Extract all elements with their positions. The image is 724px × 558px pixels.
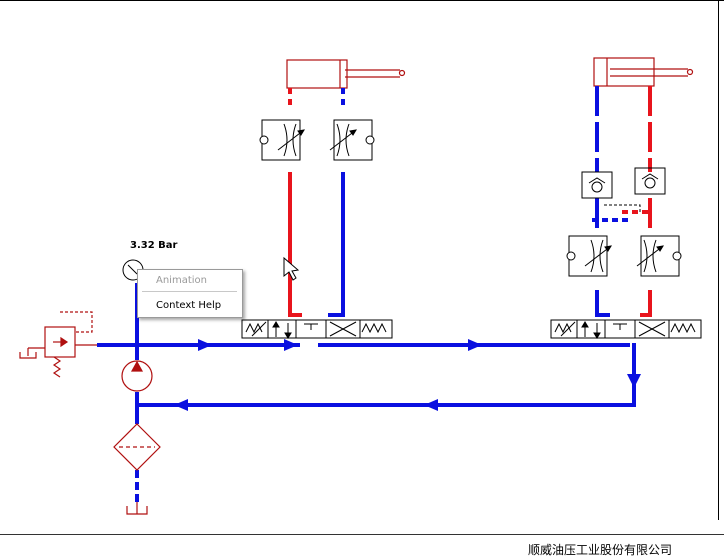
right-cylinder[interactable]	[593, 57, 694, 87]
hydraulic-pump[interactable]	[121, 360, 153, 392]
context-menu-separator	[142, 291, 237, 292]
left-valve-spring-l	[245, 322, 263, 334]
right-pilot-check-b-body	[634, 167, 666, 195]
right-pilot-check-a[interactable]	[581, 171, 613, 199]
pressure-gauge-needle	[127, 264, 138, 275]
left-valve-body	[241, 319, 393, 339]
filter[interactable]	[113, 423, 161, 471]
left-flow-control-a-check	[259, 135, 269, 145]
right-pilot-check-a-seat	[588, 177, 606, 184]
right-a-lower-line	[595, 290, 610, 317]
right-flow-control-a-orifice	[590, 239, 604, 273]
right-cylinder-rod-eye	[686, 68, 694, 76]
right-flow-control-b-arrowhead	[656, 245, 664, 252]
relief-valve-pilot	[60, 311, 93, 333]
relief-valve-body	[44, 326, 76, 358]
right-pilot-check-b-seat	[641, 173, 659, 180]
left-flow-control-b-orifice	[336, 123, 350, 157]
right-flow-control-b-check	[672, 251, 682, 261]
right-pilot-check-b-ball	[644, 177, 656, 189]
context-menu-item-animation[interactable]: Animation	[156, 275, 207, 286]
flow-arrow-4	[627, 374, 641, 388]
return-line	[137, 343, 636, 407]
right-flow-control-a-check	[566, 251, 576, 261]
flow-arrow-6	[174, 399, 188, 411]
right-pilot-check-a-body	[581, 171, 613, 199]
frame-top-border	[0, 0, 724, 1]
right-pilot-check-a-ball	[591, 181, 603, 193]
relief-valve-arrowhead	[60, 336, 69, 348]
left-flow-control-b-check	[365, 135, 375, 145]
right-flow-control-a[interactable]	[566, 235, 612, 277]
left-flow-control-b[interactable]	[329, 119, 375, 161]
left-valve-x2	[329, 321, 357, 337]
right-valve-spring-l	[554, 322, 572, 334]
frame-right-border	[718, 0, 719, 520]
left-cylinder[interactable]	[286, 59, 406, 89]
reservoir-tank[interactable]	[126, 502, 148, 515]
flow-arrow-1	[198, 339, 212, 351]
right-valve-x2	[638, 321, 666, 337]
frame-bottom-border	[0, 534, 724, 535]
right-flow-control-a-arrowhead	[604, 245, 612, 252]
left-a-line	[288, 172, 302, 317]
relief-valve[interactable]	[19, 311, 97, 378]
context-menu-item-context-help[interactable]: Context Help	[156, 300, 222, 311]
relief-valve-tank	[19, 352, 37, 359]
left-b-line	[328, 172, 345, 317]
company-name: 顺威油压工业股份有限公司	[528, 543, 673, 557]
right-b-lower-line	[640, 290, 652, 317]
right-directional-valve[interactable]	[550, 319, 702, 339]
right-valve-spring-r	[670, 322, 696, 334]
left-cylinder-rod-eye	[398, 69, 406, 77]
left-flow-control-a-orifice	[283, 123, 297, 157]
flow-arrow-3	[468, 339, 482, 351]
left-valve-spring-r	[361, 322, 387, 334]
right-valve-p1-arrow	[581, 321, 589, 328]
right-pilot-signal	[604, 204, 641, 212]
left-flow-control-a[interactable]	[259, 119, 305, 161]
left-directional-valve[interactable]	[241, 319, 393, 339]
left-valve-p1-arrow	[272, 321, 280, 328]
left-cylinder-barrel	[286, 59, 348, 89]
left-flow-control-b-arrowhead	[349, 129, 357, 136]
mouse-cursor-icon	[283, 256, 300, 281]
hydraulic-pump-arrow	[130, 360, 144, 372]
left-flow-control-a-arrowhead	[297, 129, 305, 136]
right-valve-p2-arrow	[593, 332, 601, 339]
right-pilot-check-b[interactable]	[634, 167, 666, 195]
pressure-gauge-reading: 3.32 Bar	[130, 240, 178, 251]
right-flow-control-b-orifice	[643, 239, 657, 273]
flow-arrow-5	[424, 399, 438, 411]
right-valve-manual-l	[560, 321, 576, 337]
context-menu[interactable]: Animation Context Help	[137, 269, 243, 318]
left-valve-manual-l	[251, 321, 267, 337]
flow-arrow-2	[284, 339, 298, 351]
right-cylinder-barrel	[593, 57, 655, 87]
relief-valve-spring	[52, 356, 62, 378]
right-valve-body	[550, 319, 702, 339]
right-flow-control-b[interactable]	[636, 235, 682, 277]
left-valve-p2-arrow	[284, 332, 292, 339]
